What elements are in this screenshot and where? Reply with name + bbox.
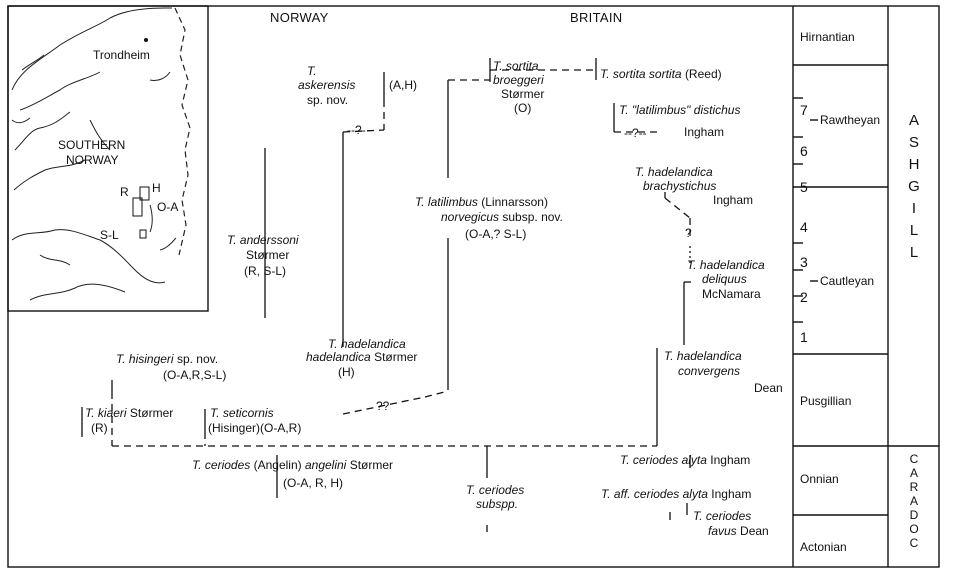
taxon-seticornis-author: (Hisinger)(O-A,R) [208, 421, 302, 435]
taxon-angelini-name: T. ceriodes (Angelin) angelini Størmer [192, 458, 394, 472]
taxon-latilimbus-sub: norvegicus subsp. nov. [441, 210, 563, 224]
taxon-askerensis-genus: T. [307, 64, 317, 78]
dashed-lineages [111, 69, 695, 447]
taxon-favus-sub: favus Dean [708, 524, 769, 538]
zone-2: 2 [800, 289, 808, 305]
taxon-seticornis-name: T. seticornis [210, 406, 274, 420]
taxon-deliquus-author: McNamara [702, 287, 761, 301]
heading-britain: BRITAIN [570, 10, 623, 25]
border-line [174, 7, 191, 256]
heading-norway: NORWAY [270, 10, 329, 25]
taxon-sortita-broeggeri-name: T. sortita [493, 59, 539, 73]
taxon-deliquus-sub: deliquus [702, 272, 747, 286]
zone-3: 3 [800, 254, 808, 270]
taxon-convergens-sub: convergens [678, 364, 741, 378]
map-label-sl: S-L [100, 228, 119, 242]
stage-cautleyan: Cautleyan [820, 274, 875, 288]
taxon-anderssoni-author: Størmer [246, 248, 290, 262]
taxon-deliquus-name: T. hadelandica [687, 258, 765, 272]
stage-actonian: Actonian [800, 540, 847, 554]
taxon-hadelandica-sub: hadelandica Størmer [306, 350, 418, 364]
question-mark-1: --?- [347, 123, 366, 137]
area-h-outline [139, 186, 150, 201]
taxon-kiaeri-name: T. kiaeri Størmer [85, 406, 174, 420]
taxon-askerensis-species: askerensis [298, 78, 356, 92]
zone-5: 5 [800, 179, 808, 195]
stage-pusgillian: Pusgillian [800, 394, 852, 408]
taxon-angelini-areas: (O-A, R, H) [283, 476, 343, 490]
taxon-latilimbus-name: T. latilimbus (Linnarsson) [415, 195, 548, 209]
taxon-latilimbus-areas: (O-A,? S-L) [465, 227, 527, 241]
map-label-southern: SOUTHERN [58, 138, 126, 152]
map-box [7, 5, 209, 312]
taxon-brachystichus-name: T. hadelandica [635, 165, 713, 179]
map-label-h: H [152, 181, 161, 195]
taxon-convergens-author: Dean [754, 381, 783, 395]
stage-onnian: Onnian [800, 472, 839, 486]
taxon-sortita-broeggeri-area: (O) [514, 101, 532, 115]
lineage-lines [81, 58, 691, 532]
taxon-distichus-author: Ingham [684, 125, 725, 139]
taxon-hisingeri-name: T. hisingeri sp. nov. [116, 352, 219, 366]
zone-6: 6 [800, 143, 808, 159]
taxon-hadelandica-area: (H) [338, 365, 355, 379]
map-label-r: R [120, 185, 129, 199]
question-mark-2: --?-- [624, 126, 647, 140]
stage-rawtheyan: Rawtheyan [820, 113, 881, 127]
taxon-hadelandica-name: T. hadelandica [328, 337, 406, 351]
area-sl-outline [139, 229, 147, 239]
taxon-aff-alyta: T. aff. ceriodes alyta Ingham [601, 487, 752, 501]
norway-map [11, 7, 177, 301]
taxon-alyta: T. ceriodes alyta Ingham [620, 453, 751, 467]
taxon-sortita-sortita: T. sortita sortita (Reed) [600, 67, 722, 81]
taxon-askerensis-areas: (A,H) [389, 78, 417, 92]
zone-7: 7 [800, 102, 808, 118]
taxon-brachystichus-sub: brachystichus [643, 179, 717, 193]
taxon-kiaeri-area: (R) [91, 421, 108, 435]
map-label-trondheim: Trondheim [93, 48, 150, 62]
taxon-ceriodes-subspp-name: T. ceriodes [466, 483, 525, 497]
taxon-anderssoni-name: T. anderssoni [227, 233, 299, 247]
taxon-distichus-name: T. "latilimbus" distichus [619, 103, 741, 117]
taxon-favus-name: T. ceriodes [693, 509, 752, 523]
stage-hirnantian: Hirnantian [800, 30, 855, 44]
taxon-hisingeri-areas: (O-A,R,S-L) [163, 368, 227, 382]
zone-1: 1 [800, 329, 808, 345]
taxon-ceriodes-subspp-sub: subspp. [476, 497, 519, 511]
question-mark-3: ? [685, 226, 692, 240]
taxon-askerensis-suffix: sp. nov. [307, 93, 349, 107]
taxon-brachystichus-author: Ingham [713, 193, 754, 207]
trondheim-dot [144, 38, 148, 42]
taxon-sortita-broeggeri-sub: broeggeri [493, 73, 544, 87]
taxon-convergens-name: T. hadelandica [664, 349, 742, 363]
zone-4: 4 [800, 219, 808, 235]
taxon-anderssoni-areas: (R, S-L) [244, 264, 286, 278]
area-r-outline [132, 197, 143, 217]
taxon-sortita-broeggeri-author: Størmer [501, 87, 545, 101]
map-label-norway: NORWAY [66, 153, 119, 167]
question-mark-4: ?? [376, 399, 390, 413]
map-label-oa: O-A [157, 200, 179, 214]
